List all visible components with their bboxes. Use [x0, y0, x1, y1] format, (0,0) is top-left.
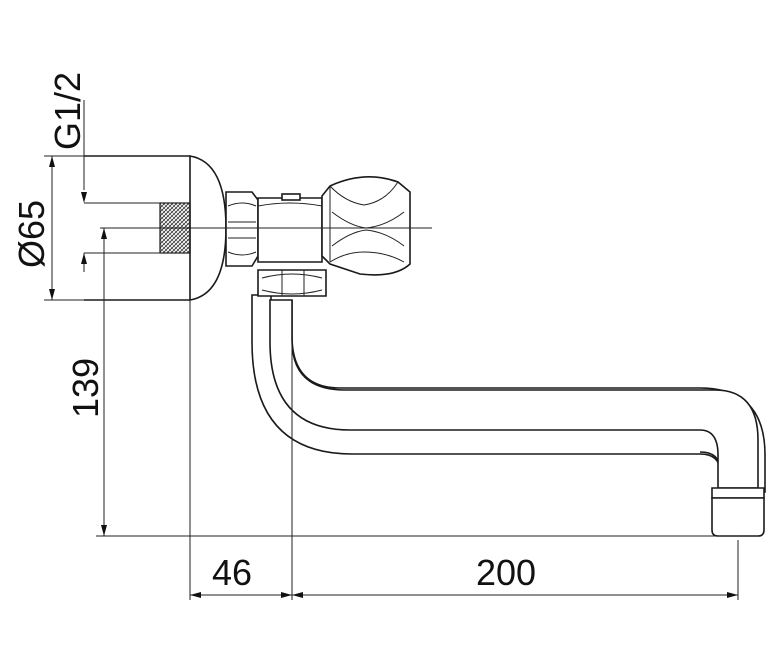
valve-body	[257, 193, 323, 263]
dim-height	[96, 228, 740, 537]
dim-thread	[81, 100, 160, 272]
label-reach: 200	[476, 552, 536, 593]
swivel-nut	[257, 269, 327, 297]
dim-flange-diameter	[44, 155, 84, 301]
label-flange-diameter: Ø65	[11, 200, 52, 268]
handle-knob	[321, 176, 411, 276]
spout	[251, 294, 766, 493]
label-height: 139	[65, 358, 106, 418]
label-thread: G1/2	[47, 72, 88, 150]
label-offset: 46	[212, 552, 252, 593]
dim-horizontal	[189, 300, 739, 600]
aerator	[711, 487, 765, 537]
hex-nut	[225, 191, 259, 267]
